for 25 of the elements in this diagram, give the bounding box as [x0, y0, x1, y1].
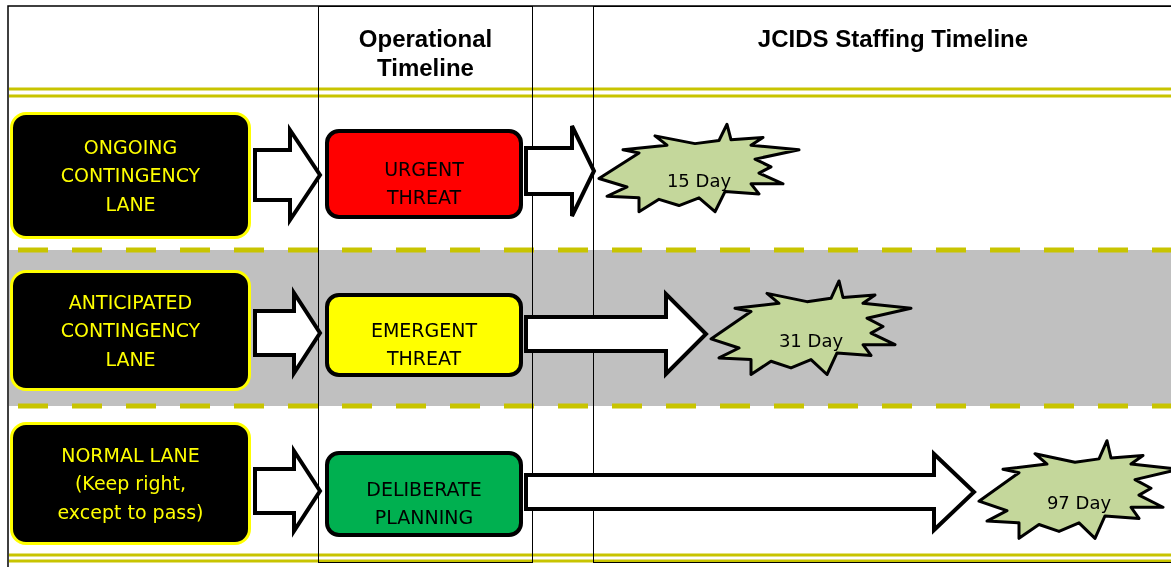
- box-label: EMERGENT THREAT: [369, 317, 479, 371]
- box-label: ANTICIPATED CONTINGENCY LANE: [59, 289, 202, 372]
- block-arrow: [253, 444, 323, 538]
- block-arrow: [524, 124, 597, 218]
- timeline-column: [593, 6, 1171, 563]
- lane-sign: [10, 112, 251, 239]
- block-arrow: [524, 289, 709, 379]
- box-label: URGENT THREAT: [383, 156, 465, 210]
- threat-box: [325, 293, 523, 377]
- box-label: NORMAL LANE (Keep right, except to pass): [56, 442, 205, 525]
- column-heading: Operational Timeline: [357, 25, 494, 83]
- threat-box: [325, 129, 523, 219]
- day-count: 31 Day: [778, 330, 844, 352]
- lane-sign: [10, 422, 251, 545]
- block-arrow: [253, 123, 323, 227]
- box-label: DELIBERATE PLANNING: [365, 476, 483, 530]
- box-label: ONGOING CONTINGENCY LANE: [59, 134, 202, 217]
- lane-sign: [10, 270, 251, 391]
- threat-box: [325, 451, 523, 537]
- block-arrow: [524, 449, 977, 535]
- day-count: 15 Day: [666, 170, 732, 192]
- column-heading: JCIDS Staffing Timeline: [757, 25, 1029, 54]
- block-arrow: [253, 286, 323, 380]
- timeline-column: [318, 6, 533, 563]
- day-count: 97 Day: [1046, 492, 1112, 514]
